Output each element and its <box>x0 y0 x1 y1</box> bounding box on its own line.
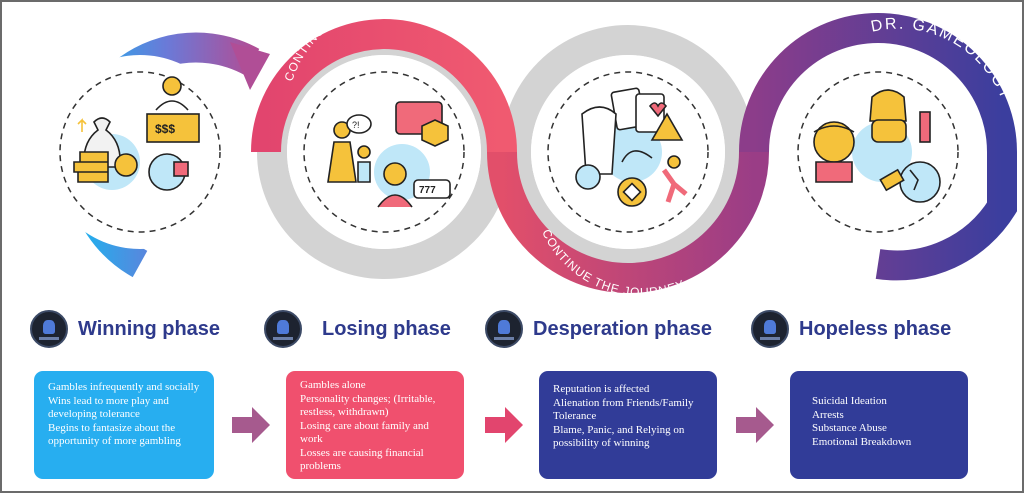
phase-item: Reputation is affected <box>553 383 650 395</box>
circle-1 <box>43 55 237 249</box>
phase-item: Personality changes; (Irritable, restles… <box>300 392 436 419</box>
ribbon-magenta-arc <box>487 151 769 293</box>
phase-item: Gambles infrequently and socially <box>48 381 200 393</box>
phase-item: Emotional Breakdown <box>812 435 912 448</box>
svg-text:777: 777 <box>419 185 436 196</box>
phase-box-losing: Gambles alone Personality changes; (Irri… <box>286 371 464 479</box>
money-bag-icon <box>73 76 200 191</box>
arrow-right-icon <box>736 407 774 443</box>
svg-text:$$$: $$$ <box>155 122 175 136</box>
dashed-ring-3 <box>547 71 709 233</box>
dr-gameology-logo <box>30 310 68 348</box>
phase-title: Losing phase <box>322 317 451 340</box>
ribbon-purple-arc <box>739 13 1017 281</box>
journey-ribbon: DR. GAMEOLOGY CONTINUE THE JOURNEY CONTI… <box>2 2 1017 299</box>
despair-person-icon <box>813 89 941 203</box>
phase-item: Gambles alone <box>300 379 366 391</box>
dashed-ring-4 <box>797 71 959 233</box>
phase-title: Hopeless phase <box>799 317 952 340</box>
dr-gameology-logo <box>751 310 789 348</box>
svg-text:?!: ?! <box>352 120 360 130</box>
phase-box-winning: Gambles infrequently and socially Wins l… <box>34 371 214 479</box>
phase-losing: Losing phase <box>264 308 451 350</box>
ribbon-pink-arc <box>251 19 517 153</box>
ribbon-arrow-head <box>230 42 270 90</box>
phase-hopeless: Hopeless phase <box>751 308 951 350</box>
phase-item: Begins to fantasize about the opportunit… <box>48 421 181 448</box>
danger-cards-icon <box>575 87 688 207</box>
dashed-ring-2 <box>303 71 465 233</box>
phase-item: Wins lead to more play and developing to… <box>48 394 169 421</box>
phase-box-desperation: Reputation is affected Alienation from F… <box>539 371 717 479</box>
phase-desperation: Desperation phase <box>485 308 712 350</box>
slot-machine-icon <box>327 101 451 208</box>
phase-title: Desperation phase <box>533 317 712 340</box>
phase-item: Suicidal Ideation <box>812 395 887 407</box>
phase-item: Arrests <box>812 408 844 421</box>
phase-item: Losses are causing financial problems <box>300 446 424 473</box>
dashed-ring-1 <box>59 71 221 233</box>
phase-item: Alienation from Friends/Family <box>553 396 694 409</box>
phase-item: Blame, Panic, and Relying on possibility… <box>553 423 685 450</box>
arrow-right-icon <box>232 407 270 443</box>
dr-gameology-logo <box>485 310 523 348</box>
dr-gameology-logo <box>264 310 302 348</box>
phase-title: Winning phase <box>78 317 221 340</box>
arrow-right-icon <box>485 407 523 443</box>
phase-item: Substance Abuse <box>812 422 887 434</box>
phase-item: Losing care about family and work <box>300 419 429 446</box>
phase-box-hopeless: Suicidal Ideation Arrests Substance Abus… <box>790 371 968 479</box>
phase-winning: Winning phase <box>30 308 220 350</box>
phase-item: Tolerance <box>553 410 597 422</box>
